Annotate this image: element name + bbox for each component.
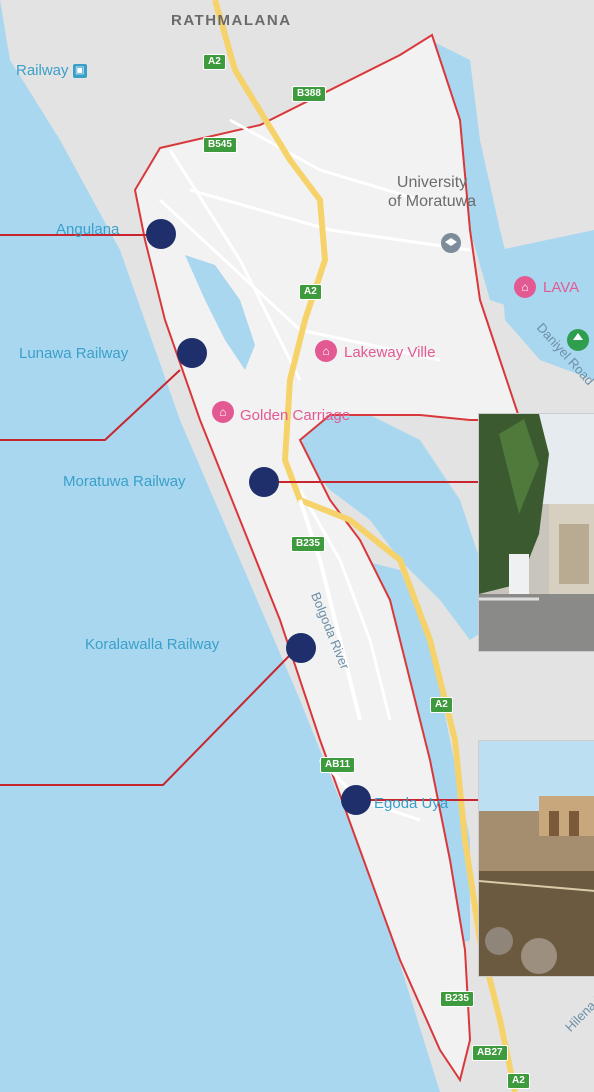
moratuwa-station-photo — [478, 413, 594, 652]
road-tag-a2: A2 — [299, 284, 322, 300]
station-label-railway[interactable]: Railway ▣ — [16, 63, 87, 79]
station-marker-koralawalla[interactable] — [286, 633, 316, 663]
station-label-angulana[interactable]: Angulana — [56, 221, 120, 238]
road-tag-a2: A2 — [507, 1073, 530, 1089]
road-tag-b388: B388 — [292, 86, 326, 102]
station-marker-angulana[interactable] — [146, 219, 176, 249]
road-tag-a2: A2 — [430, 697, 453, 713]
station-label-lunawa[interactable]: Lunawa Railway — [19, 345, 129, 362]
road-tag-ab27: AB27 — [472, 1045, 508, 1061]
road-tag-b235: B235 — [440, 991, 474, 1007]
road-tag-ab11: AB11 — [320, 757, 356, 773]
park-pin — [567, 329, 589, 351]
train-station-icon: ▣ — [72, 64, 87, 79]
egoda-uyana-station-photo — [478, 740, 594, 977]
hotel-icon[interactable]: ⌂ — [212, 401, 234, 423]
leader-koralawalla — [0, 654, 291, 786]
station-label-moratuwa[interactable]: Moratuwa Railway — [63, 473, 186, 490]
hotel-icon[interactable]: ⌂ — [514, 276, 536, 298]
minor-roads — [158, 118, 471, 822]
road-tag-b235: B235 — [291, 536, 325, 552]
station-label-egoda-uyana[interactable]: Egoda Uya — [374, 795, 449, 812]
lake-bolgoda — [300, 410, 500, 640]
place-label-lakeway-ville[interactable]: Lakeway Ville — [344, 344, 436, 361]
place-label-golden-carriage[interactable]: Golden Carriage — [240, 407, 351, 424]
area-label-rathmalana: RATHMALANA — [171, 12, 292, 29]
place-label-lava[interactable]: LAVA — [543, 279, 580, 296]
hotel-icon[interactable]: ⌂ — [315, 340, 337, 362]
road-tag-b545: B545 — [203, 137, 237, 153]
pond-angulana — [185, 255, 255, 370]
station-marker-moratuwa[interactable] — [249, 467, 279, 497]
station-marker-egoda-uyana[interactable] — [341, 785, 371, 815]
road-tag-a2: A2 — [203, 54, 226, 70]
university-pin — [441, 233, 461, 253]
station-marker-lunawa[interactable] — [177, 338, 207, 368]
leader-lunawa — [0, 369, 181, 441]
station-label-koralawalla[interactable]: Koralawalla Railway — [85, 636, 220, 653]
university-label[interactable]: University of Moratuwa — [388, 174, 477, 211]
